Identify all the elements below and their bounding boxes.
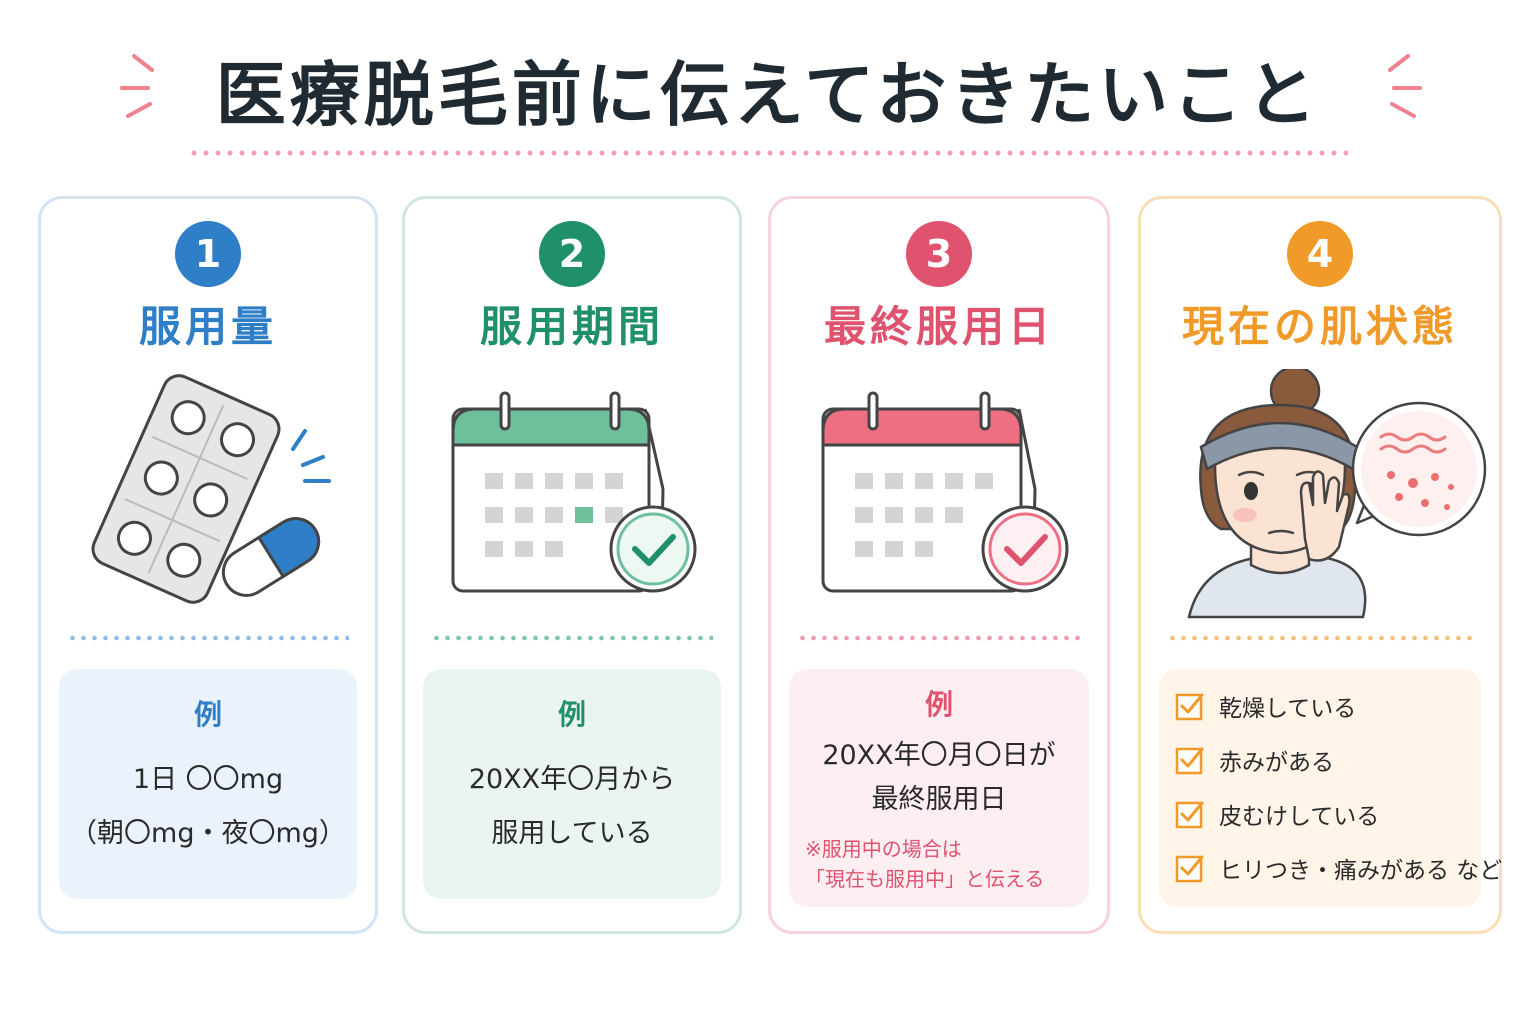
checklist-item-text: 皮むけしている: [1219, 804, 1380, 830]
checklist-item-text: 乾燥している: [1219, 696, 1357, 722]
card-divider: [431, 635, 713, 641]
checklist-item: 赤みがある: [1175, 743, 1334, 777]
card-divider: [797, 635, 1081, 641]
example-text: （朝〇mg・夜〇mg）: [70, 818, 346, 849]
example-text: 服用している: [491, 818, 653, 849]
checklist-item: ヒリつき・痛みがある など: [1175, 851, 1502, 885]
example-text: 最終服用日: [871, 784, 1007, 815]
pill-pack-illustration: [41, 369, 375, 629]
example-box: 例 20XX年〇月から 服用している: [423, 669, 721, 899]
example-box: 例 20XX年〇月〇日が 最終服用日 ※服用中の場合は 「現在も服用中」と伝える: [789, 669, 1089, 907]
note-text: ※服用中の場合は: [805, 837, 962, 861]
checklist-item-text: 赤みがある: [1219, 750, 1334, 776]
checklist-item-text: ヒリつき・痛みがある など: [1219, 858, 1503, 884]
checklist-box: 乾燥している 赤みがある 皮むけしている ヒリつき・痛みがある など: [1159, 669, 1502, 907]
calendar-illustration: [405, 369, 739, 629]
title-divider: [188, 150, 1348, 156]
note-text: 「現在も服用中」と伝える: [805, 867, 1045, 891]
header: 医療脱毛前に伝えておきたいこと: [0, 0, 1536, 170]
checkbox-checked-icon: [1175, 747, 1204, 775]
checkbox-checked-icon: [1175, 801, 1204, 829]
card-title: 最終服用日: [823, 302, 1054, 351]
example-label: 例: [193, 698, 222, 731]
card-number-badge: 4: [1287, 221, 1353, 287]
card-dosage: 1 服用量 例 1日: [38, 196, 378, 934]
card-divider: [1167, 635, 1473, 641]
card-last-dose-date: 3 最終服用日 例 20XX年〇月〇日が 最終服用日: [768, 196, 1110, 934]
example-text: 20XX年〇月から: [468, 764, 676, 795]
pill-pack-icon: [91, 374, 331, 604]
woman-illustration: [1141, 365, 1499, 629]
calendar-illustration: [771, 369, 1107, 629]
sparkle-right-icon: [1388, 54, 1422, 118]
example-text: 20XX年〇月〇日が: [822, 740, 1056, 771]
card-duration: 2 服用期間 例 20XX年〇月から 服用してい: [402, 196, 742, 934]
card-title: 現在の肌状態: [1181, 302, 1458, 351]
card-divider: [67, 635, 349, 641]
card-title: 服用期間: [479, 302, 664, 351]
card-number-badge: 2: [539, 221, 605, 287]
checkbox-checked-icon: [1175, 693, 1204, 721]
checklist-item: 乾燥している: [1175, 689, 1356, 723]
card-number-badge: 1: [175, 221, 241, 287]
example-text: 1日 〇〇mg: [132, 764, 284, 795]
calendar-check-icon: [821, 391, 1069, 593]
example-box: 例 1日 〇〇mg （朝〇mg・夜〇mg）: [59, 669, 357, 899]
woman-skin-icon: [1187, 365, 1487, 619]
page-title: 医療脱毛前に伝えておきたいこと: [215, 54, 1321, 136]
card-number-badge: 3: [906, 221, 972, 287]
example-label: 例: [557, 698, 586, 731]
example-label: 例: [924, 688, 953, 721]
checkbox-checked-icon: [1175, 855, 1204, 883]
sparkle-left-icon: [120, 54, 154, 118]
card-skin-condition: 4 現在の肌状態: [1138, 196, 1502, 934]
checklist-item: 皮むけしている: [1175, 797, 1379, 831]
card-title: 服用量: [138, 302, 277, 351]
calendar-check-icon: [451, 391, 697, 593]
